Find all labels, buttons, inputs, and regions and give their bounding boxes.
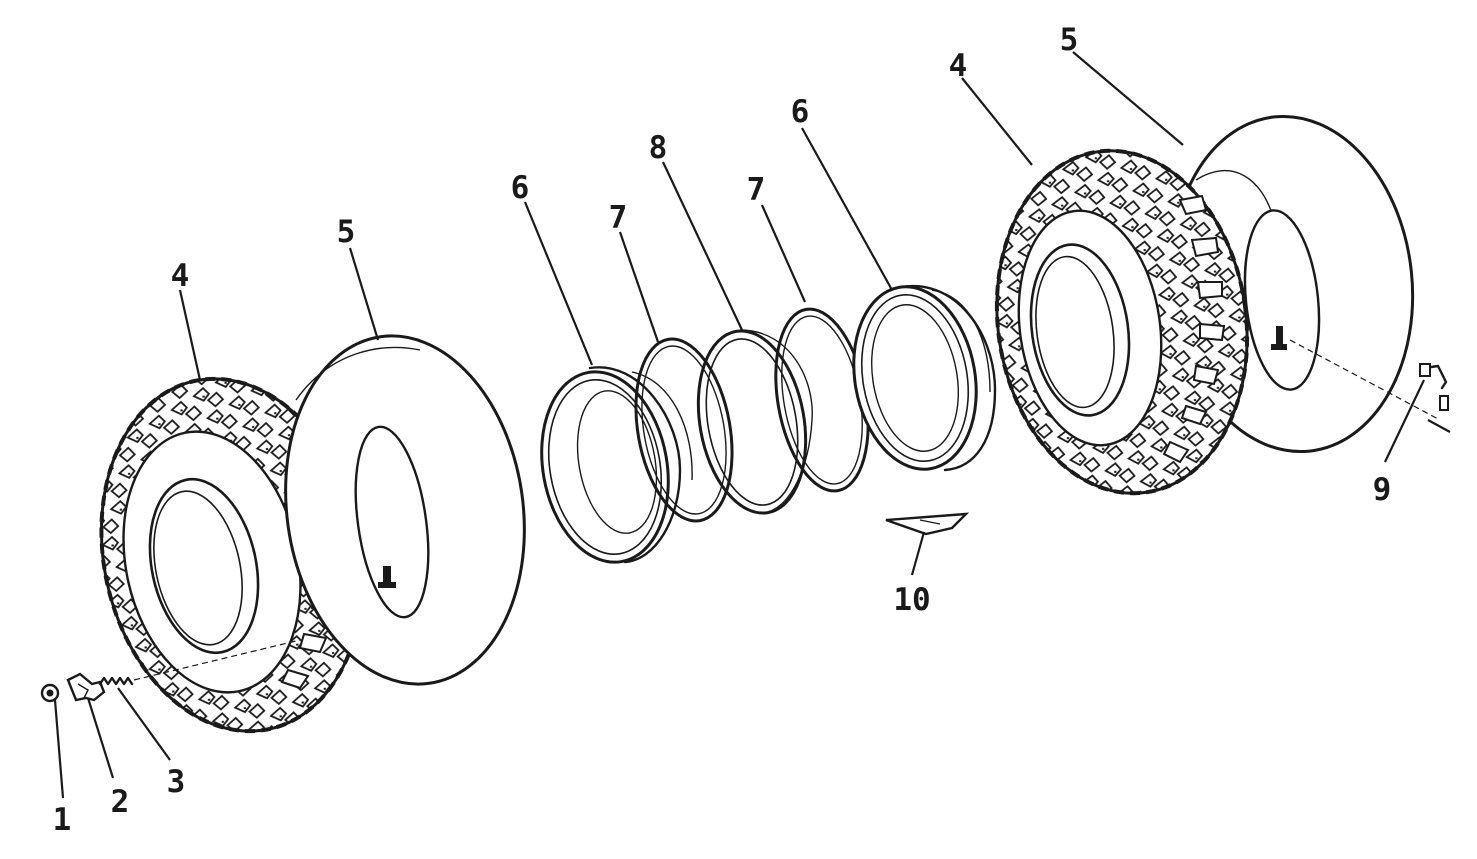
- spring-icon: [98, 676, 134, 686]
- callout-valve-stem-spring: 3: [167, 764, 186, 800]
- wedge-icon: [885, 512, 970, 536]
- callout-center-ring: 8: [649, 130, 668, 166]
- rim-icon: [540, 366, 693, 564]
- callout-inner-tube-right: 5: [1060, 22, 1079, 58]
- bracket-icon: [66, 672, 106, 702]
- nut-icon: [40, 683, 60, 703]
- callout-rim-half-left: 6: [511, 170, 530, 206]
- callout-nut: 1: [53, 802, 72, 838]
- callout-rim-ring-left: 7: [609, 200, 628, 236]
- callout-wedge-weight: 10: [893, 582, 930, 618]
- callout-tire-left: 4: [171, 258, 190, 294]
- callout-inner-tube-left: 5: [337, 214, 356, 250]
- inner-tube-icon: [284, 334, 526, 686]
- leader-lines: [53, 51, 1451, 799]
- callout-valve-cap-bracket: 2: [111, 784, 130, 820]
- valve-icon: [1419, 363, 1449, 411]
- valve-icon: [1271, 326, 1287, 350]
- callout-rim-ring-right: 7: [747, 172, 766, 208]
- callout-tire-right: 4: [949, 48, 968, 84]
- rim-icon: [852, 284, 997, 472]
- callout-valve-stem-angled: 9: [1373, 472, 1392, 508]
- tire-icon: [994, 148, 1250, 496]
- callout-rim-half-right: 6: [791, 94, 810, 130]
- ring-icon: [696, 329, 813, 515]
- valve-icon: [378, 566, 396, 588]
- ring-icon: [634, 337, 734, 523]
